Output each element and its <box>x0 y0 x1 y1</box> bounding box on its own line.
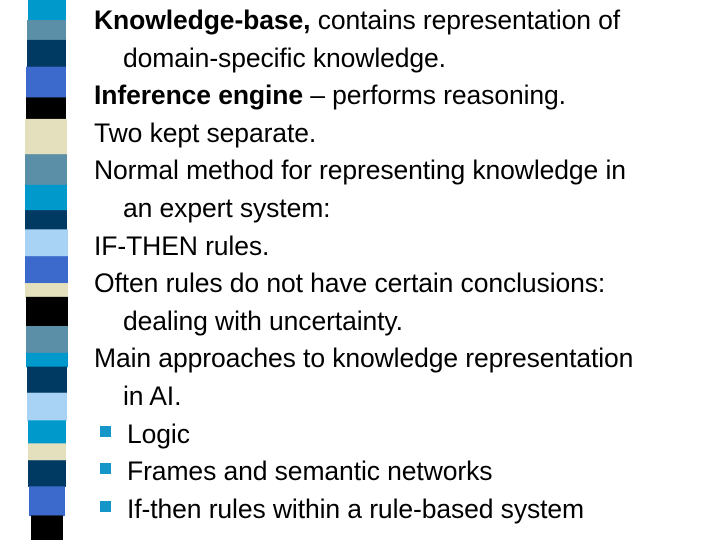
emphasis-term: Inference engine <box>94 80 303 111</box>
list-item: Frames and semantic networks <box>94 453 710 491</box>
list-item-label: If-then rules within a rule-based system <box>127 493 585 524</box>
text-line-p1-0: Knowledge-base, contains representation … <box>94 2 710 40</box>
text-line-p6-1: dealing with uncertainty. <box>94 303 710 341</box>
stripe-band-17 <box>28 420 66 444</box>
text-run: IF-THEN rules. <box>94 230 270 261</box>
text-run: an expert system: <box>123 192 331 223</box>
stripe-band-21 <box>31 515 63 540</box>
stripe-band-12 <box>26 296 68 327</box>
text-run: Main approaches to knowledge representat… <box>94 343 634 374</box>
paragraph-list: Knowledge-base, contains representation … <box>94 2 710 416</box>
stripe-band-8 <box>25 210 67 230</box>
list-item-label: Frames and semantic networks <box>127 456 493 487</box>
text-run: contains representation of <box>310 5 621 35</box>
stripe-band-20 <box>29 486 65 517</box>
stripe-band-5 <box>25 118 67 155</box>
text-run: Two kept separate. <box>94 117 317 148</box>
text-line-p7-0: Main approaches to knowledge representat… <box>94 340 710 378</box>
stripe-band-7 <box>25 184 67 211</box>
stripe-band-9 <box>25 229 68 257</box>
text-line-p4-0: Normal method for representing knowledge… <box>94 152 710 190</box>
stripe-band-6 <box>25 154 67 186</box>
text-line-p4-1: an expert system: <box>94 190 710 228</box>
stripe-band-19 <box>28 460 66 487</box>
stripe-bands-svg <box>25 0 68 540</box>
square-bullet-icon <box>100 425 111 437</box>
stripe-band-3 <box>26 66 66 99</box>
stripe-band-10 <box>25 256 68 284</box>
list-item: If-then rules within a rule-based system <box>94 491 710 529</box>
list-item-label: Logic <box>127 418 190 449</box>
stripe-band-4 <box>26 97 66 120</box>
text-line-p7-1: in AI. <box>94 378 710 416</box>
stripe-band-14 <box>26 352 68 368</box>
stripe-band-0 <box>28 0 66 21</box>
slide-body-text: Knowledge-base, contains representation … <box>94 2 710 538</box>
text-line-p1-1: domain-specific knowledge. <box>94 40 710 78</box>
text-run: dealing with uncertainty. <box>123 305 403 336</box>
square-bullet-icon <box>100 500 111 512</box>
stripe-band-15 <box>27 366 67 394</box>
text-run: Normal method for representing knowledge… <box>94 155 626 186</box>
text-line-p5-0: IF-THEN rules. <box>94 228 710 266</box>
stripe-band-13 <box>26 325 68 354</box>
stripe-band-16 <box>27 392 67 421</box>
text-line-p3-0: Two kept separate. <box>94 115 710 153</box>
stripe-band-11 <box>25 283 68 298</box>
square-bullet-icon <box>100 463 111 475</box>
decorative-stripe-graphic <box>0 0 90 540</box>
stripe-band-18 <box>28 443 66 461</box>
list-item: Logic <box>94 416 710 454</box>
text-run: domain-specific knowledge. <box>123 42 446 73</box>
text-line-p2-0: Inference engine – performs reasoning. <box>94 77 710 115</box>
text-run: Often rules do not have certain conclusi… <box>94 268 606 299</box>
text-run: – performs reasoning. <box>303 80 566 111</box>
text-run: in AI. <box>123 380 182 411</box>
text-line-p6-0: Often rules do not have certain conclusi… <box>94 265 710 303</box>
emphasis-term: Knowledge-base, <box>94 5 311 35</box>
stripe-band-2 <box>27 39 66 68</box>
stripe-band-1 <box>27 19 66 41</box>
